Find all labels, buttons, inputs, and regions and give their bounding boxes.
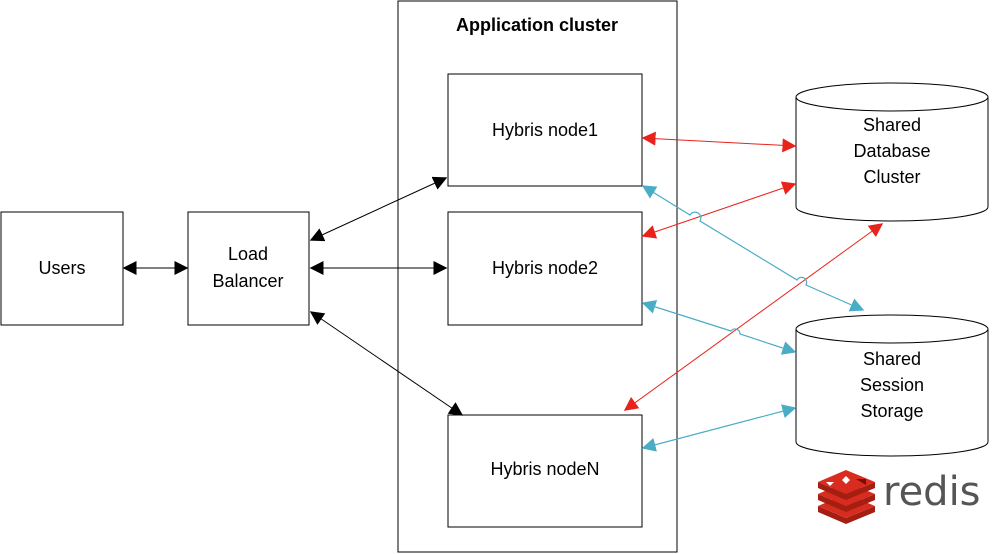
session-label-line2: Session bbox=[860, 375, 924, 395]
shared-session-storage: Shared Session Storage bbox=[795, 314, 989, 457]
loadbalancer-node1-arrow bbox=[309, 176, 448, 242]
shared-database-cluster: Shared Database Cluster bbox=[795, 82, 989, 222]
hybris-node2: Hybris node2 bbox=[447, 211, 643, 326]
hybris-node1-box bbox=[447, 73, 643, 187]
users-label: Users bbox=[38, 258, 85, 278]
hybris-node1-label: Hybris node1 bbox=[492, 120, 598, 140]
application-cluster-title: Application cluster bbox=[456, 15, 618, 35]
redis-logo: redis bbox=[818, 469, 981, 524]
hybris-nodeN-label: Hybris nodeN bbox=[490, 459, 599, 479]
database-label-line2: Database bbox=[853, 141, 930, 161]
load-balancer-node: Load Balancer bbox=[187, 211, 310, 326]
hybris-nodeN-box bbox=[447, 414, 643, 528]
session-label-line1: Shared bbox=[863, 349, 921, 369]
database-cylinder-top bbox=[795, 82, 989, 112]
redis-cube-icon bbox=[818, 470, 875, 524]
database-label-line1: Shared bbox=[863, 115, 921, 135]
nodeN-session-arrow bbox=[641, 404, 797, 452]
loadbalancer-nodeN-arrow bbox=[309, 311, 464, 416]
node2-session-arrow bbox=[641, 300, 797, 355]
node1-session-arrow bbox=[641, 185, 865, 312]
database-label-line3: Cluster bbox=[863, 167, 920, 187]
users-box bbox=[0, 211, 124, 326]
load-balancer-label-line1: Load bbox=[228, 244, 268, 264]
hybris-node2-box bbox=[447, 211, 643, 326]
node1-database-arrow bbox=[641, 131, 797, 153]
session-cylinder-top bbox=[795, 314, 989, 344]
hybris-node2-label: Hybris node2 bbox=[492, 258, 598, 278]
redis-logo-text: redis bbox=[883, 469, 981, 515]
users-node: Users bbox=[0, 211, 124, 326]
hybris-node1: Hybris node1 bbox=[447, 73, 643, 187]
load-balancer-box bbox=[187, 211, 310, 326]
load-balancer-label-line2: Balancer bbox=[212, 271, 283, 291]
session-label-line3: Storage bbox=[860, 401, 923, 421]
hybris-nodeN: Hybris nodeN bbox=[447, 414, 643, 528]
